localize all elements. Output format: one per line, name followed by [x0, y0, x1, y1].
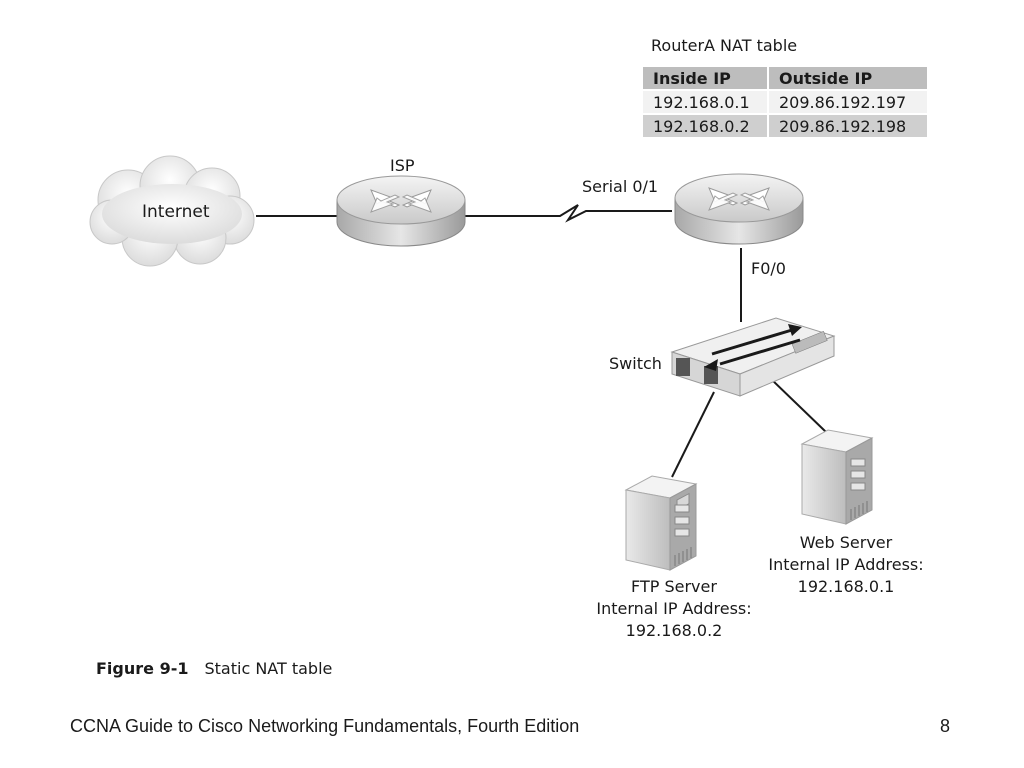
link-switch-ftp	[671, 391, 715, 478]
link-isp-routera-serial	[464, 204, 672, 223]
isp-label: ISP	[390, 156, 415, 175]
table-row: 192.168.0.1 209.86.192.197	[643, 91, 927, 113]
ftp-server-ip-label: Internal IP Address:	[596, 599, 752, 618]
nat-table-header-row: Inside IP Outside IP	[643, 67, 927, 89]
web-server-label: Web Server Internal IP Address: 192.168.…	[756, 532, 936, 598]
web-server-icon	[800, 429, 874, 525]
ftp-server-icon	[624, 475, 698, 571]
fast-ethernet-interface-label: F0/0	[751, 259, 786, 278]
figure-caption: Figure 9-1 Static NAT table	[96, 659, 332, 678]
figure-caption-text: Static NAT table	[204, 659, 333, 678]
serial-interface-label: Serial 0/1	[582, 177, 659, 196]
web-server-name: Web Server	[799, 533, 893, 552]
footer-title: CCNA Guide to Cisco Networking Fundament…	[70, 716, 580, 736]
ftp-server-label: FTP Server Internal IP Address: 192.168.…	[584, 576, 764, 642]
switch-icon	[670, 317, 836, 397]
nat-table-title: RouterA NAT table	[651, 36, 798, 55]
isp-router-icon	[336, 175, 466, 247]
web-server-ip: 192.168.0.1	[797, 577, 895, 596]
ftp-server-name: FTP Server	[631, 577, 717, 596]
ftp-server-ip: 192.168.0.2	[625, 621, 723, 640]
figure-caption-label: Figure 9-1	[96, 659, 189, 678]
internet-cloud-icon	[89, 155, 255, 267]
nat-inside-ip-cell: 192.168.0.2	[643, 115, 767, 137]
table-row: 192.168.0.2 209.86.192.198	[643, 115, 927, 137]
web-server-ip-label: Internal IP Address:	[768, 555, 924, 574]
nat-outside-ip-cell: 209.86.192.197	[769, 91, 927, 113]
nat-header-inside-ip: Inside IP	[643, 67, 767, 89]
nat-inside-ip-cell: 192.168.0.1	[643, 91, 767, 113]
nat-outside-ip-cell: 209.86.192.198	[769, 115, 927, 137]
routera-icon	[674, 173, 804, 245]
link-switch-web	[769, 377, 827, 433]
switch-label: Switch	[609, 354, 662, 373]
network-links	[256, 204, 827, 478]
page-number: 8	[940, 716, 951, 736]
internet-label: Internet	[142, 202, 210, 222]
nat-header-outside-ip: Outside IP	[769, 67, 927, 89]
nat-table: Inside IP Outside IP 192.168.0.1 209.86.…	[641, 65, 929, 139]
